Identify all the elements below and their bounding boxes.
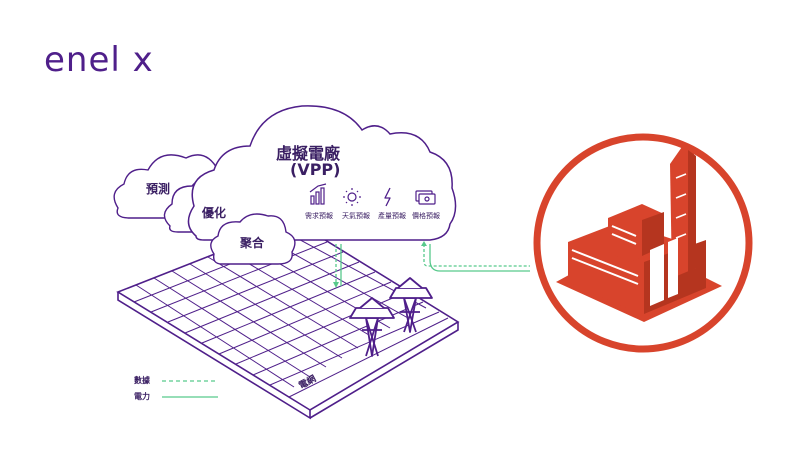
feature-label: 產量預報	[378, 212, 406, 220]
main-cloud	[187, 105, 457, 241]
sun-icon	[343, 188, 361, 206]
aggregate-label: 聚合	[240, 236, 265, 250]
tower-icon	[349, 297, 395, 357]
small-cloud	[210, 213, 296, 265]
power-plant-icon	[533, 133, 753, 353]
money-icon	[415, 190, 436, 205]
lightning-icon	[384, 187, 391, 207]
connection-lines	[333, 241, 530, 288]
vpp-subtitle: (VPP)	[290, 160, 341, 179]
legend-data-label: 數據	[134, 376, 150, 385]
forecast-label: 預測	[146, 182, 171, 196]
optimize-label: 優化	[202, 206, 227, 220]
legend-power-label: 電力	[134, 392, 150, 401]
chart-icon	[309, 183, 327, 205]
vpp-title: 虛擬電廠	[276, 144, 341, 163]
legend-lines	[162, 380, 218, 398]
feature-label: 需求預報	[305, 212, 333, 220]
feature-label: 價格預報	[412, 212, 440, 220]
tower-icon	[389, 277, 433, 333]
feature-label: 天氣預報	[342, 212, 370, 220]
enel-x-logo: enel x	[44, 40, 154, 80]
